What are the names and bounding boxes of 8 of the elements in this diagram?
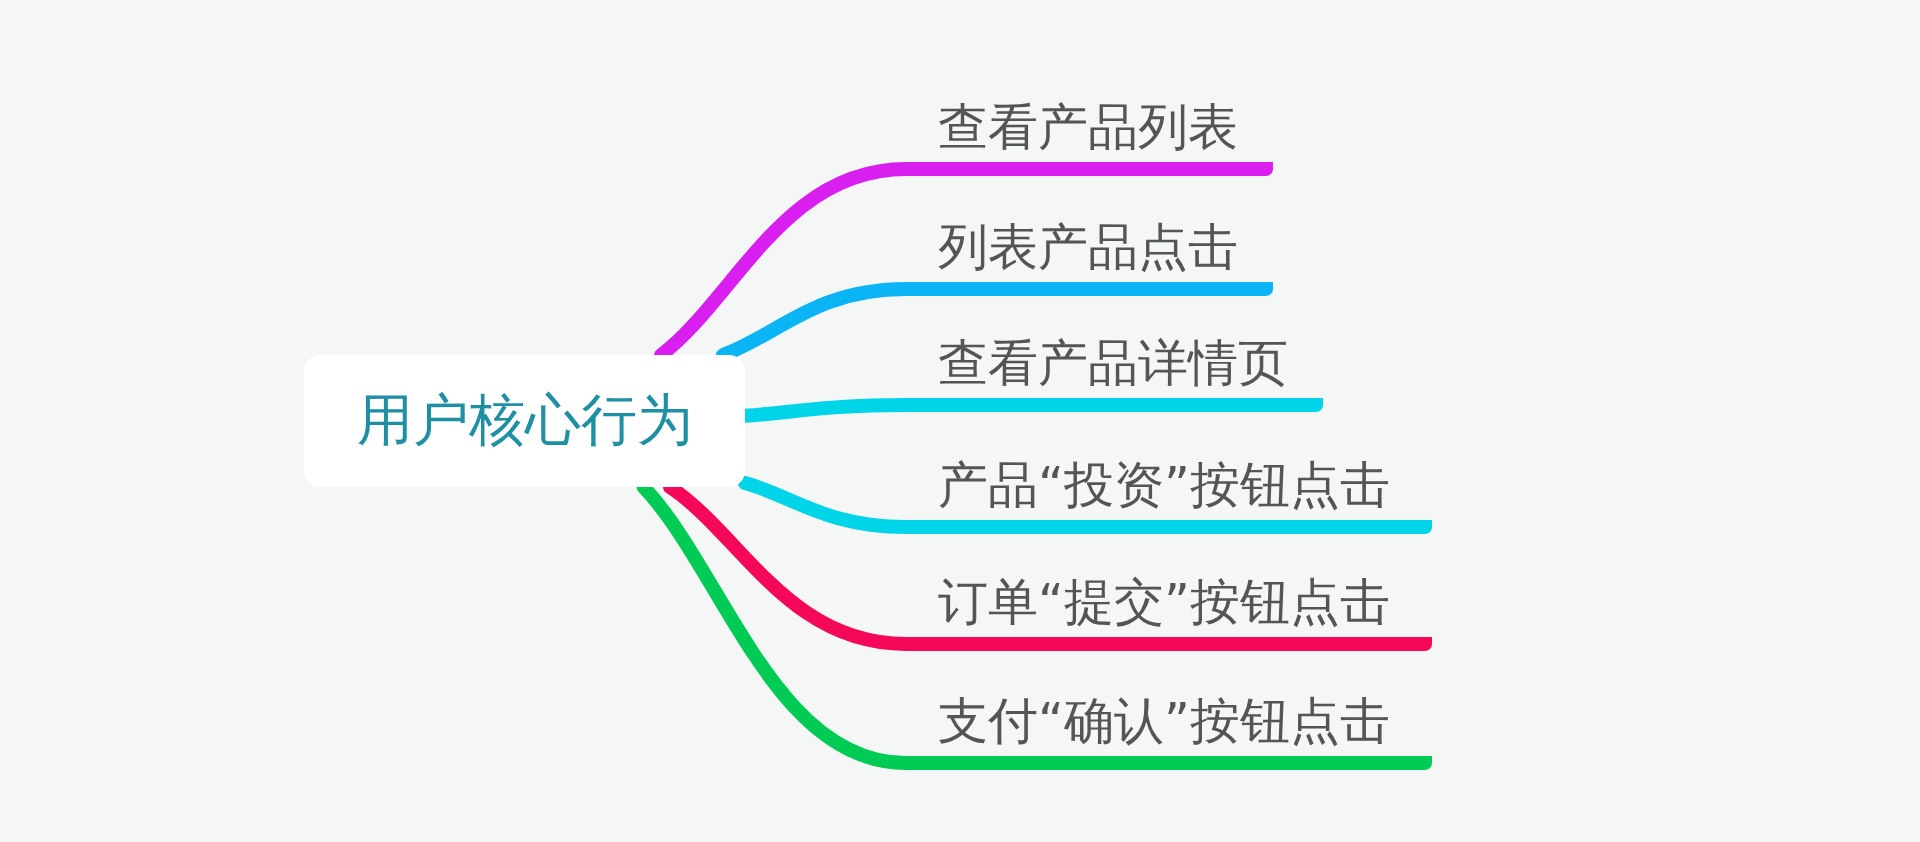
branch-label: 产品“投资”按钮点击 xyxy=(938,454,1390,516)
branch-label: 查看产品详情页 xyxy=(938,332,1288,394)
branch-label: 查看产品列表 xyxy=(938,96,1238,158)
topic-label: 用户核心行为 xyxy=(356,386,693,454)
branch-label: 订单“提交”按钮点击 xyxy=(938,571,1390,633)
branch-label: 支付“确认”按钮点击 xyxy=(938,690,1390,752)
branch-label: 列表产品点击 xyxy=(938,216,1238,278)
central-topic xyxy=(304,355,745,487)
